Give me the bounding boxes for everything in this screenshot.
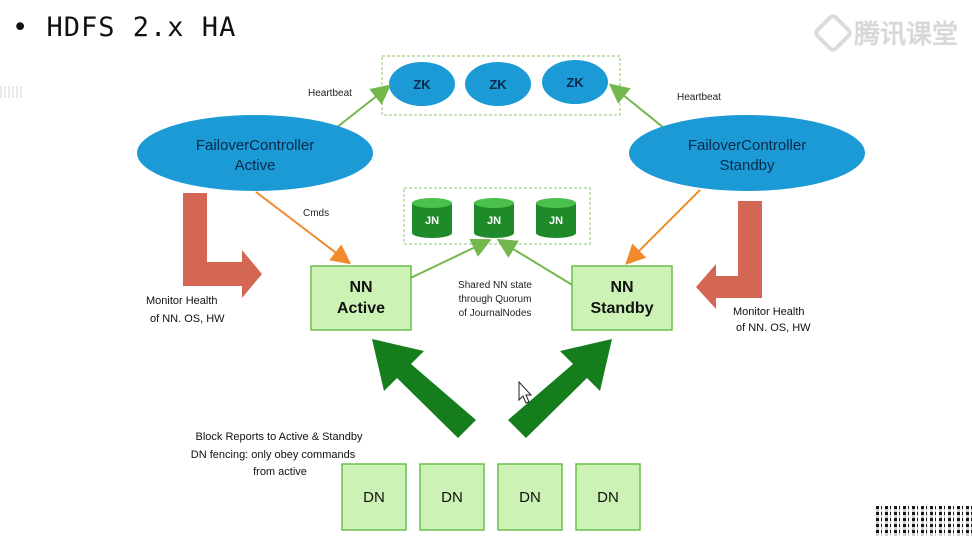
watermark-text: 腾讯课堂 bbox=[854, 20, 959, 50]
monitor-left-line1: Monitor Health bbox=[146, 295, 218, 307]
dn-node-label: DN bbox=[363, 489, 385, 506]
failover-controller-active: FailoverController Active bbox=[137, 115, 373, 191]
dn-node-label: DN bbox=[441, 489, 463, 506]
monitor-right-line2: of NN. OS, HW bbox=[736, 322, 811, 334]
zk-node-label: ZK bbox=[413, 77, 431, 92]
cmds-arrow-active bbox=[255, 191, 352, 265]
zk-node-label: ZK bbox=[566, 75, 584, 90]
watermark: 腾讯课堂 bbox=[811, 11, 959, 54]
nn-standby-box: NN Standby bbox=[571, 265, 673, 331]
monitor-left-line2: of NN. OS, HW bbox=[150, 313, 225, 325]
shared-state-arrow-active bbox=[399, 238, 492, 284]
jn-node: JN bbox=[536, 198, 576, 238]
heartbeat-arrow-left bbox=[335, 84, 392, 129]
jn-node-label: JN bbox=[549, 215, 563, 227]
jn-node-label: JN bbox=[425, 215, 439, 227]
nn-active-box: NN Active bbox=[310, 265, 412, 331]
nn-active-line2: Active bbox=[337, 300, 385, 317]
zk-node: ZK bbox=[465, 62, 531, 106]
mouse-cursor-icon bbox=[518, 380, 533, 404]
shared-state-line2: through Quorum bbox=[459, 294, 532, 305]
nn-standby-line1: NN bbox=[610, 279, 633, 296]
failover-active-line1: FailoverController bbox=[196, 137, 314, 154]
failover-active-line2: Active bbox=[235, 157, 276, 174]
block-reports-line2: DN fencing: only obey commands bbox=[191, 449, 356, 461]
jn-node: JN bbox=[412, 198, 452, 238]
failover-controller-standby: FailoverController Standby bbox=[629, 115, 865, 191]
edge-mark bbox=[0, 86, 22, 98]
block-report-arrow-active bbox=[372, 339, 476, 438]
block-report-arrow-standby bbox=[508, 339, 612, 438]
block-reports-line1: Block Reports to Active & Standby bbox=[196, 431, 363, 443]
cmds-arrow-standby bbox=[625, 189, 701, 265]
nn-active-line1: NN bbox=[349, 279, 372, 296]
zk-node: ZK bbox=[542, 60, 608, 104]
heartbeat-label-right: Heartbeat bbox=[677, 92, 721, 103]
zk-node-label: ZK bbox=[489, 77, 507, 92]
heartbeat-label-left: Heartbeat bbox=[308, 88, 352, 99]
dn-node-label: DN bbox=[519, 489, 541, 506]
dn-node-label: DN bbox=[597, 489, 619, 506]
nn-standby-line2: Standby bbox=[590, 300, 653, 317]
shared-state-line3: of JournalNodes bbox=[459, 308, 532, 319]
zk-node: ZK bbox=[389, 62, 455, 106]
shared-state-line1: Shared NN state bbox=[458, 280, 532, 291]
page-title: • HDFS 2.x HA bbox=[12, 12, 237, 43]
dn-node: DN bbox=[575, 463, 641, 531]
dn-node: DN bbox=[419, 463, 485, 531]
dn-node: DN bbox=[497, 463, 563, 531]
dn-node: DN bbox=[341, 463, 407, 531]
block-reports-line3: from active bbox=[253, 466, 307, 478]
qr-code-icon bbox=[876, 506, 972, 536]
monitor-health-arrow-left bbox=[183, 193, 262, 298]
failover-standby-line1: FailoverController bbox=[688, 137, 806, 154]
monitor-right-line1: Monitor Health bbox=[733, 306, 805, 318]
monitor-health-arrow-right bbox=[696, 201, 762, 309]
shared-state-arrow-standby bbox=[496, 238, 575, 287]
heartbeat-arrow-right bbox=[608, 83, 665, 129]
jn-node: JN bbox=[474, 198, 514, 238]
failover-standby-line2: Standby bbox=[719, 157, 775, 174]
jn-node-label: JN bbox=[487, 215, 501, 227]
cmds-label: Cmds bbox=[303, 208, 329, 219]
